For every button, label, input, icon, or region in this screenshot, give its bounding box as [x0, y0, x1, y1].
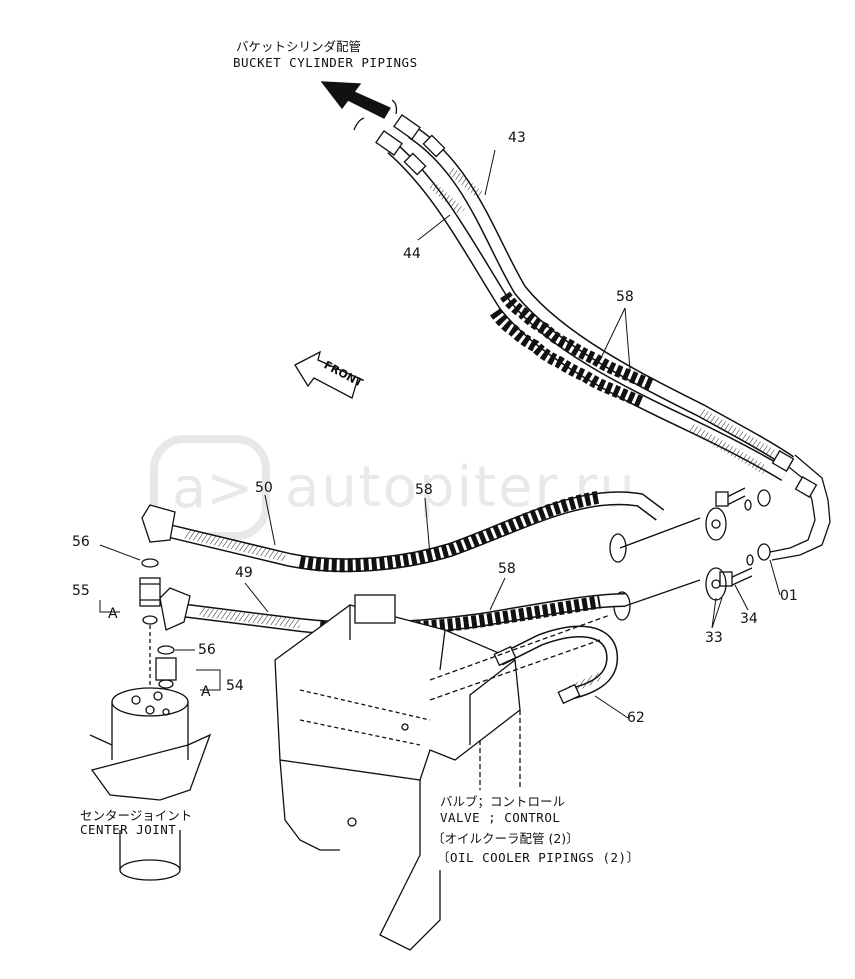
title-en: BUCKET CYLINDER PIPINGS — [233, 55, 418, 70]
hose-50 — [141, 490, 665, 573]
fitting-54 — [155, 645, 177, 689]
center-joint-jp: センタージョイント — [80, 808, 193, 823]
part-54: 54 — [226, 678, 244, 694]
valve-jp: バルブ；コントロール — [440, 794, 566, 809]
control-valve — [274, 594, 521, 951]
center-joint — [89, 687, 212, 881]
part-58-mid: 58 — [415, 482, 433, 498]
oil-cooler-jp: 〔オイルクーラ配管 (2)〕 — [432, 831, 579, 846]
part-55: 55 — [72, 583, 90, 599]
hose-44 — [387, 142, 789, 482]
spring-guard-58-top — [490, 291, 654, 408]
fitting-55 — [139, 558, 161, 625]
part-44: 44 — [403, 246, 421, 262]
hose-62 — [493, 625, 619, 705]
part-58-low: 58 — [498, 561, 516, 577]
part-56-bottom: 56 — [198, 642, 216, 658]
part-34: 34 — [740, 611, 758, 627]
part-43: 43 — [508, 130, 526, 146]
part-56-top: 56 — [72, 534, 90, 550]
part-01: 01 — [780, 588, 798, 604]
ref-a-bottom: A — [201, 684, 211, 700]
front-arrow-icon — [294, 350, 359, 399]
part-58-top: 58 — [616, 289, 634, 305]
ref-a-top: A — [108, 606, 118, 622]
valve-en: VALVE ; CONTROL — [440, 810, 561, 825]
part-49: 49 — [235, 565, 253, 581]
title-jp: バケットシリンダ配管 — [236, 39, 362, 54]
svg-text:a>: a> — [172, 456, 253, 521]
center-joint-en: CENTER JOINT — [80, 822, 177, 837]
part-50: 50 — [255, 480, 273, 496]
flange-33 — [609, 507, 727, 621]
part-33: 33 — [705, 630, 723, 646]
direction-arrow-icon — [320, 81, 398, 131]
part-62: 62 — [627, 710, 645, 726]
oil-cooler-en: 〔OIL COOLER PIPINGS (2)〕 — [437, 850, 640, 865]
